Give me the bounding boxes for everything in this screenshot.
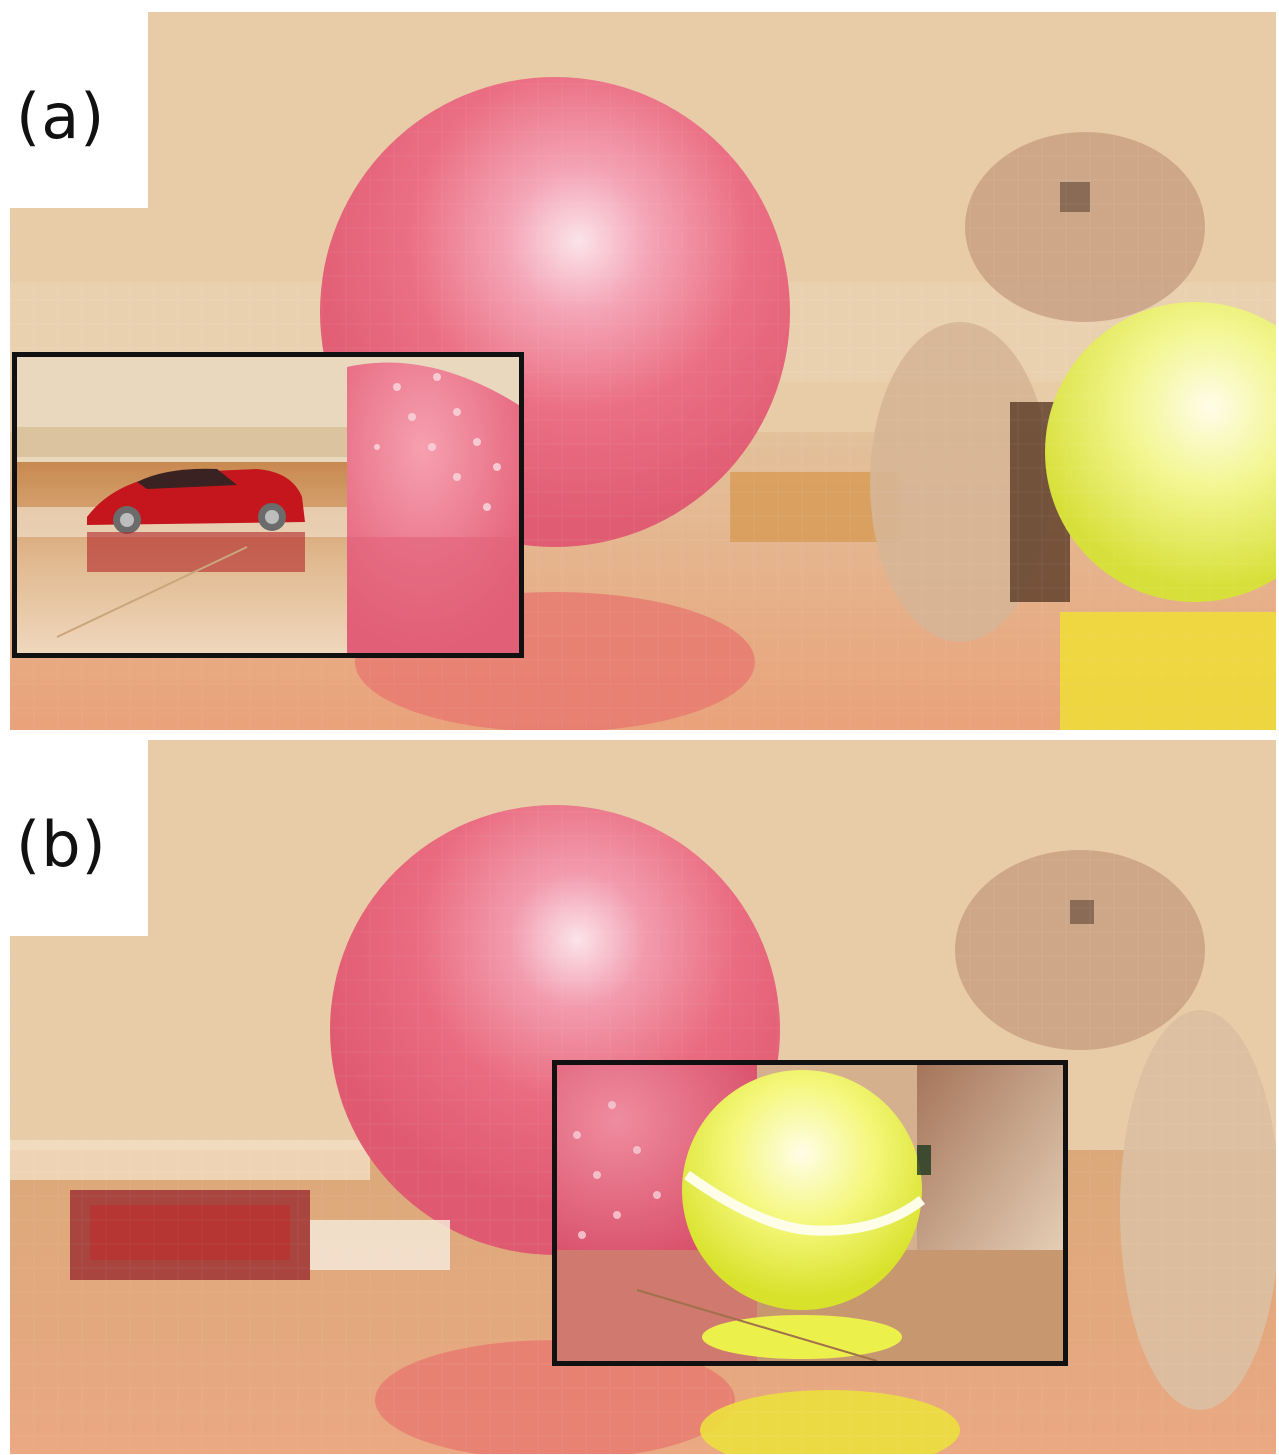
inset-scene-tennis-ball xyxy=(557,1065,1063,1361)
panel-label-a: (a) xyxy=(16,80,106,153)
panel-label-box-a: (a) xyxy=(10,12,148,208)
panel-b: (b) xyxy=(10,740,1276,1454)
toy-car-icon xyxy=(87,468,305,572)
sharp-inset-a xyxy=(12,352,524,658)
panel-label-box-b: (b) xyxy=(10,740,148,936)
panel-a: (a) xyxy=(10,12,1276,730)
sharp-inset-b xyxy=(552,1060,1068,1366)
tennis-ball-icon xyxy=(682,1070,931,1310)
inset-scene-car xyxy=(17,357,519,653)
panel-label-b: (b) xyxy=(16,808,107,881)
